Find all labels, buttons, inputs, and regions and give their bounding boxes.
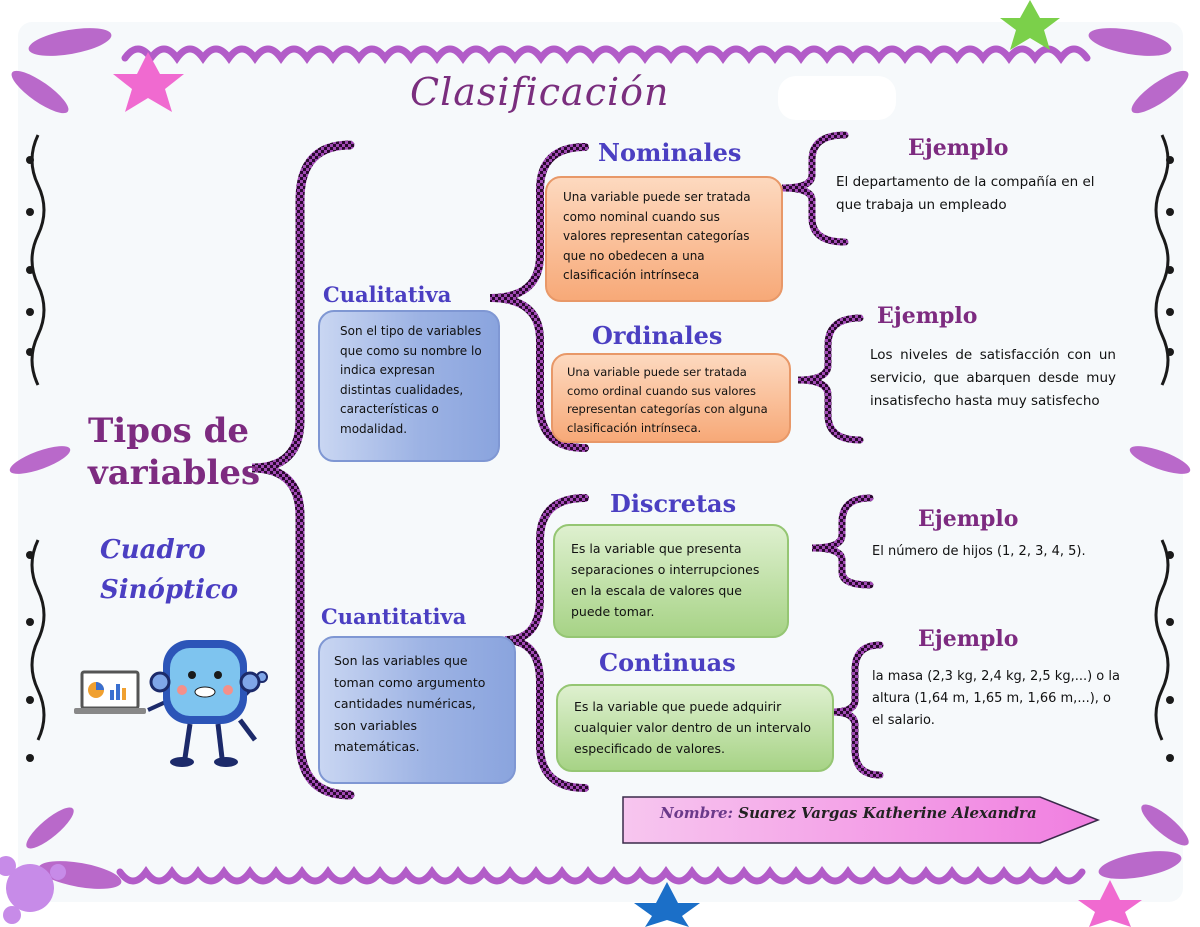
nominales-description-box: Una variable puede ser tratada como nomi… bbox=[545, 176, 783, 302]
splash-icon bbox=[0, 856, 66, 924]
main-brace bbox=[251, 140, 355, 800]
discretas-description-box: Es la variable que presenta separaciones… bbox=[553, 524, 789, 638]
discretas-example: El número de hijos (1, 2, 3, 4, 5). bbox=[872, 544, 1086, 559]
ordinales-example-brace bbox=[797, 314, 864, 444]
ordinales-description: Una variable puede ser tratada como ordi… bbox=[567, 365, 768, 435]
laptop-chart-icon bbox=[74, 670, 146, 714]
diagram-subtitle: Cuadro Sinóptico bbox=[100, 535, 239, 605]
cualitativa-description: Son el tipo de variables que como su nom… bbox=[340, 324, 482, 436]
continuas-description: Es la variable que puede adquirir cualqu… bbox=[574, 699, 812, 756]
nominales-example-label: Ejemplo bbox=[908, 135, 1009, 161]
cualitativa-description-box: Son el tipo de variables que como su nom… bbox=[318, 310, 500, 462]
ordinales-description-box: Una variable puede ser tratada como ordi… bbox=[551, 353, 791, 443]
cuantitativa-description-box: Son las variables que toman como argumen… bbox=[318, 636, 516, 784]
side-wavy-border bbox=[30, 134, 1170, 741]
cualitativa-brace bbox=[489, 143, 589, 452]
discretas-example-label: Ejemplo bbox=[918, 506, 1019, 532]
pink-star-icon bbox=[113, 52, 184, 112]
bottom-scallop-border bbox=[116, 866, 1086, 885]
author-label: Nombre: bbox=[660, 804, 734, 822]
discretas-description: Es la variable que presenta separaciones… bbox=[571, 541, 760, 619]
nominales-example: El departamento de la compañía en el que… bbox=[836, 174, 1095, 213]
continuas-label: Continuas bbox=[599, 648, 736, 677]
nominales-label: Nominales bbox=[598, 138, 742, 167]
ordinales-example-label: Ejemplo bbox=[877, 303, 978, 329]
blue-star-icon bbox=[634, 882, 700, 927]
main-heading: Tipos de variables bbox=[88, 411, 261, 493]
author-line: Nombre: Suarez Vargas Katherine Alexandr… bbox=[660, 804, 1060, 822]
top-scallop-border bbox=[121, 45, 1091, 64]
nominales-description: Una variable puede ser tratada como nomi… bbox=[563, 190, 751, 282]
author-name: Suarez Vargas Katherine Alexandra bbox=[738, 804, 1037, 822]
discretas-label: Discretas bbox=[610, 489, 737, 518]
page-title: Clasificación bbox=[410, 70, 670, 114]
name-banner bbox=[622, 796, 1101, 844]
ordinales-example: Los niveles de satisfacción con un servi… bbox=[870, 347, 1116, 409]
continuas-description-box: Es la variable que puede adquirir cualqu… bbox=[556, 684, 834, 772]
pink-star-icon-bottom bbox=[1078, 880, 1142, 927]
cuantitativa-label: Cuantitativa bbox=[321, 604, 467, 629]
robot-mascot-icon bbox=[147, 640, 268, 767]
white-tag bbox=[778, 76, 896, 120]
cualitativa-label: Cualitativa bbox=[323, 282, 452, 307]
continuas-example: la masa (2,3 kg, 2,4 kg, 2,5 kg,...) o l… bbox=[872, 669, 1120, 728]
cuantitativa-description: Son las variables que toman como argumen… bbox=[334, 653, 486, 754]
side-dots bbox=[26, 156, 1174, 762]
discretas-example-brace bbox=[811, 494, 874, 589]
continuas-example-label: Ejemplo bbox=[918, 626, 1019, 652]
green-star-icon bbox=[1000, 0, 1060, 50]
ordinales-label: Ordinales bbox=[592, 321, 723, 350]
